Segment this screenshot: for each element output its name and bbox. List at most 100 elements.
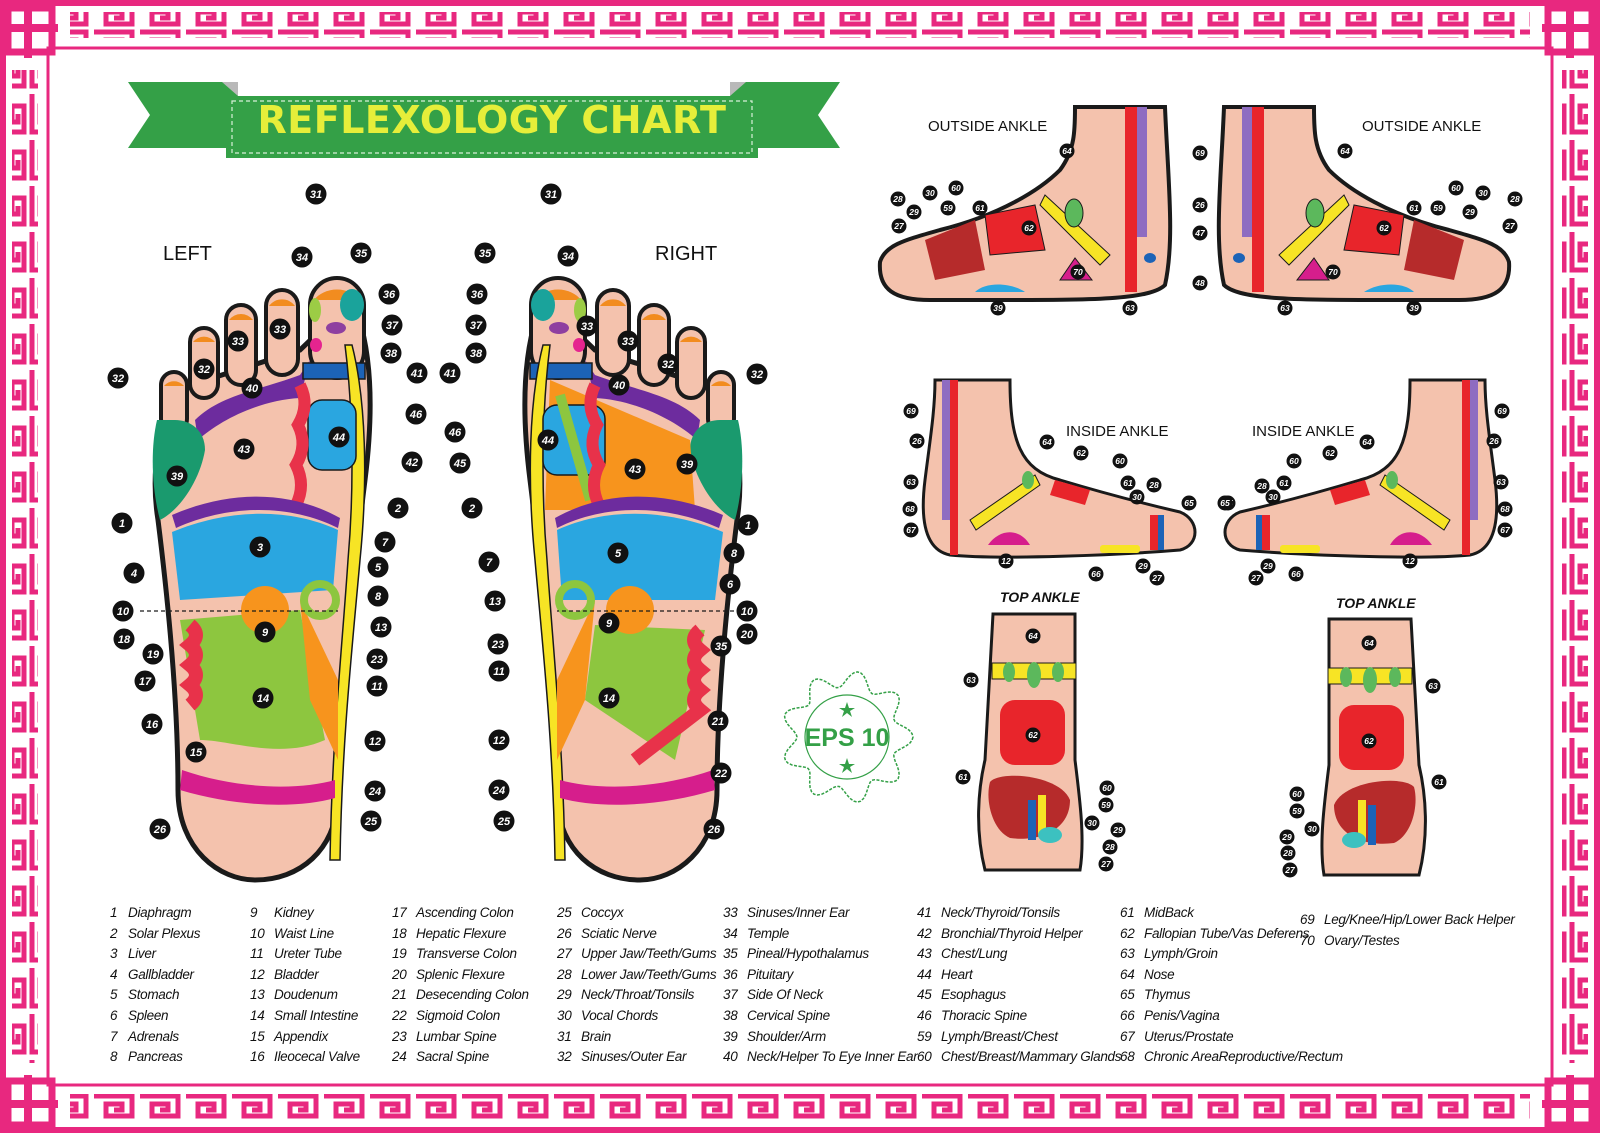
marker-bubble (291, 246, 313, 268)
marker-bubble (1059, 143, 1075, 159)
marker-number: 28 (1104, 842, 1115, 852)
marker-bubble (1112, 453, 1128, 469)
marker-number: 61 (1409, 203, 1419, 213)
marker-number: 29 (1112, 825, 1123, 835)
marker-bubble (364, 730, 386, 752)
marker-inside-ankle-right: 28 (1254, 478, 1270, 494)
legend-item-label: Small Intestine (274, 1007, 359, 1023)
marker-bubble (401, 451, 423, 473)
legend-item-number: 4 (110, 966, 118, 982)
marker-bubble (350, 242, 372, 264)
marker-number: 60 (1102, 783, 1112, 793)
marker-bubble (557, 245, 579, 267)
marker-top-ankle-left: 59 (1098, 797, 1114, 813)
marker-outside-ankle-left: 39 (990, 300, 1006, 316)
marker-left-sole: 5 (367, 556, 389, 578)
marker-inside-ankle-left: 27 (1149, 570, 1165, 586)
corner-knot-top-left (2, 2, 58, 58)
marker-bubble (1276, 475, 1292, 491)
legend-item-label: Hepatic Flexure (416, 925, 507, 941)
marker-left-sole: 12 (364, 730, 386, 752)
marker-outside-ankle-right: 70 (1325, 264, 1341, 280)
legend-item-label: Uterus/Prostate (1144, 1028, 1234, 1044)
marker-number: 27 (1100, 859, 1112, 869)
marker-outside-ankle-left: 62 (1021, 220, 1037, 236)
marker-bubble (378, 283, 400, 305)
marker-right-sole: 44 (537, 429, 559, 451)
marker-outside-ankle-left: 27 (891, 218, 907, 234)
marker-number: 39 (681, 459, 694, 471)
marker-inside-ankle-left: 62 (1073, 445, 1089, 461)
legend-item-number: 22 (392, 1007, 407, 1023)
marker-inside-ankle-left: 60 (1112, 453, 1128, 469)
marker-outside-ankle-left: 29 (906, 204, 922, 220)
marker-right-sole: 26 (703, 818, 725, 840)
marker-left-sole: 33 (227, 330, 249, 352)
marker-number: 15 (190, 747, 203, 759)
marker-left-sole: 10 (112, 600, 134, 622)
view-label-top-ankle-left: TOP ANKLE (1000, 589, 1080, 605)
marker-bubble (948, 180, 964, 196)
marker-bubble (890, 191, 906, 207)
marker-number: 16 (146, 719, 159, 731)
marker-bubble (940, 200, 956, 216)
banner-body (226, 96, 758, 158)
legend-item-label: Desecending Colon (416, 987, 529, 1003)
legend-item-number: 60 (917, 1049, 932, 1065)
marker-inside-ankle-left: 29 (1135, 558, 1151, 574)
marker-outside-ankle-right: 61 (1406, 200, 1422, 216)
marker-bubble (466, 283, 488, 305)
legend-item: 62 Fallopian Tube/Vas Deferens (1120, 924, 1343, 945)
marker-bubble (723, 542, 745, 564)
marker-bubble (1025, 727, 1041, 743)
marker-number: 59 (1292, 806, 1302, 816)
marker-number: 8 (375, 591, 382, 603)
marker-number: 66 (1291, 569, 1301, 579)
marker-number: 69 (1195, 148, 1205, 158)
marker-number: 42 (405, 457, 418, 469)
legend-item-label: Sacral Spine (416, 1049, 489, 1065)
marker-right-sole: 21 (707, 710, 729, 732)
marker-top-ankle-right: 59 (1289, 803, 1305, 819)
marker-bubble (405, 403, 427, 425)
top-ankle-left-diagram (977, 612, 1084, 872)
marker-number: 10 (741, 606, 754, 618)
marker-bubble (1192, 225, 1208, 241)
marker-number: 10 (117, 606, 130, 618)
marker-number: 32 (751, 369, 763, 381)
marker-number: 12 (493, 735, 505, 747)
marker-right-sole: 36 (466, 283, 488, 305)
marker-number: 22 (714, 768, 727, 780)
marker-bubble (474, 242, 496, 264)
legend-item-label: Vocal Chords (581, 1007, 658, 1023)
marker-number: 31 (310, 189, 322, 201)
marker-number: 67 (1500, 525, 1511, 535)
marker-top-ankle-right: 64 (1361, 635, 1377, 651)
marker-bubble (922, 185, 938, 201)
marker-bubble (112, 600, 134, 622)
marker-bubble (607, 542, 629, 564)
legend-item-label: Fallopian Tube/Vas Deferens (1144, 925, 1310, 941)
marker-left-sole: 16 (141, 713, 163, 735)
legend-item-number: 66 (1120, 1007, 1135, 1023)
marker-right-sole: 8 (723, 542, 745, 564)
marker-number: 4 (130, 568, 137, 580)
marker-inside-ankle-right: 29 (1260, 558, 1276, 574)
legend-item-number: 62 (1120, 925, 1135, 941)
marker-number: 61 (1123, 478, 1133, 488)
marker-bubble (439, 362, 461, 384)
marker-bubble (1430, 200, 1446, 216)
marker-bubble (149, 818, 171, 840)
marker-outside-ankle-left: 47 (1192, 225, 1208, 241)
marker-bubble (1376, 220, 1392, 236)
legend-item-label: Chest/Lung (941, 946, 1008, 962)
marker-bubble (493, 810, 515, 832)
marker-inside-ankle-left: 63 (903, 474, 919, 490)
marker-bubble (113, 628, 135, 650)
